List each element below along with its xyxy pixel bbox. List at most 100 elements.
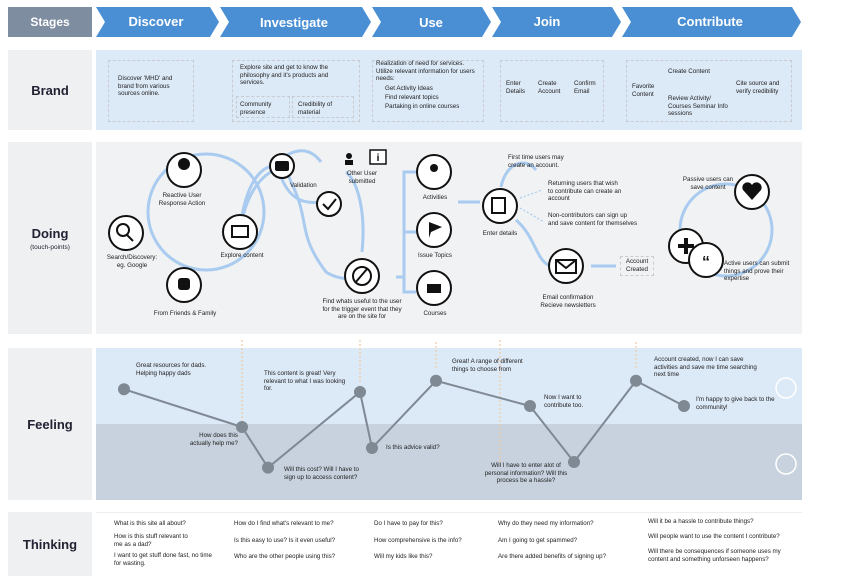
think-investigate-1: How do I find what's relevant to me? xyxy=(234,520,334,527)
stage-join: Join xyxy=(533,14,561,29)
search-icon-handle xyxy=(126,234,134,242)
think-investigate-2: Is this easy to use? Is it even useful? xyxy=(234,537,336,544)
think-join-2: Am I going to get spammed? xyxy=(498,537,578,544)
user-icon xyxy=(346,153,352,159)
explore-node xyxy=(222,214,258,250)
feeling-point-7 xyxy=(524,400,536,412)
feeling-point-5 xyxy=(366,442,378,454)
doing-reactive: Reactive User Response Action xyxy=(158,192,206,207)
think-use-3: Will my kids like this? xyxy=(374,553,433,560)
row-label-feeling: Feeling xyxy=(8,348,92,500)
classroom-icon xyxy=(427,284,441,293)
think-use-2: How comprehensive is the info? xyxy=(374,537,462,544)
runner-icon xyxy=(430,164,438,172)
doing-first-time: First time users may create an account. xyxy=(508,154,564,169)
stage-use: Use xyxy=(419,15,443,30)
feeling-band-negative xyxy=(96,424,802,500)
doing-enter-details: Enter details xyxy=(482,230,518,237)
feeling-label-9: Account created, now I can save activiti… xyxy=(654,356,757,379)
brand-use-item-2: Find relevant topics xyxy=(385,94,439,101)
doing-returning: Returning users that wish to contribute … xyxy=(548,180,622,203)
doing-courses: Courses xyxy=(423,310,447,317)
search-icon xyxy=(116,223,130,237)
feeling-label-1: Great resources for dads. Helping happy … xyxy=(136,362,207,377)
feeling-label-10: I'm happy to give back to the community! xyxy=(696,396,775,411)
brand-join-b: Create Account xyxy=(538,80,561,95)
compass-icon xyxy=(354,268,368,284)
doing-account-created: Account Created xyxy=(625,258,649,273)
monitor-icon xyxy=(231,225,249,238)
feeling-label-2: How does this actually help me? xyxy=(189,432,238,447)
dashed-line xyxy=(519,207,545,223)
neutral-face-icon xyxy=(775,453,797,475)
stage-arrow-join xyxy=(492,7,621,37)
think-discover-2: How is this stuff relevant to me as a da… xyxy=(114,533,188,548)
doing-search: Search/Discovery: eg. Google xyxy=(106,254,158,269)
feeling-line xyxy=(123,379,685,470)
flow-line xyxy=(344,170,365,253)
feeling-point-10 xyxy=(678,400,690,412)
stage-contribute: Contribute xyxy=(677,14,743,29)
brand-use-intro: Realization of need for services. Utiliz… xyxy=(376,60,475,83)
think-use-1: Do I have to pay for this? xyxy=(374,520,443,527)
brand-join-box xyxy=(500,60,604,122)
compass-icon-ring xyxy=(352,266,372,286)
think-contrib-1: Will it be a hassle to contribute things… xyxy=(648,518,754,525)
feeling-point-9 xyxy=(630,374,642,387)
checkmark-icon xyxy=(322,198,337,211)
doing-active: Active users can submit things and prove… xyxy=(724,260,790,283)
enter-details-node xyxy=(482,188,518,224)
think-discover-3: I want to get stuff done fast, no time f… xyxy=(114,552,212,567)
doing-passive: Passive users can save content xyxy=(682,176,734,191)
stage-arrow-discover xyxy=(96,7,219,37)
feeling-label-5: Is this advice valid? xyxy=(386,444,440,451)
feeling-point-1 xyxy=(118,383,130,396)
brand-investigate-a-box xyxy=(236,96,290,118)
brand-contrib-a: Favorite Content xyxy=(632,83,655,98)
doing-activities: Activities xyxy=(422,194,448,201)
doing-friends: From Friends & Family xyxy=(153,310,217,317)
feeling-point-2 xyxy=(236,421,248,433)
brand-contrib-c: Review Activity/ Courses Seminar Info se… xyxy=(668,95,728,118)
stage-discover: Discover xyxy=(128,14,184,29)
brand-use-item-3: Partaking in online courses xyxy=(385,103,460,110)
flow-line xyxy=(238,164,377,284)
feeling-point-6 xyxy=(430,374,442,387)
flow-line xyxy=(515,218,552,268)
think-join-3: Are there added benefits of signing up? xyxy=(498,553,607,560)
stage-arrow-investigate xyxy=(220,7,371,37)
account-created-box xyxy=(620,256,654,276)
feeling-label-4: This content is great! Very relevant to … xyxy=(264,370,346,393)
quote-icon: “ xyxy=(702,254,710,271)
feeling-label-6: Great! A range of different things to ch… xyxy=(452,358,523,373)
brand-band xyxy=(96,50,802,130)
think-investigate-3: Who are the other people using this? xyxy=(234,553,336,560)
brand-use-box xyxy=(372,60,484,122)
feeling-label-7: Now I want to contribute too. xyxy=(544,394,584,409)
think-contrib-2: Will people want to use the content I co… xyxy=(648,533,780,540)
row-label-thinking: Thinking xyxy=(8,512,92,576)
stage-investigate: Investigate xyxy=(260,15,328,30)
happy-face-icon xyxy=(775,377,797,399)
envelope-flap xyxy=(555,259,577,270)
doing-noncontrib: Non-contributors can sign up and save co… xyxy=(548,212,638,227)
brand-investigate-top: Explore site and get to know the philoso… xyxy=(240,64,329,87)
heart-icon xyxy=(742,182,762,200)
feeling-label-8: Will I have to enter alot of personal in… xyxy=(484,462,568,485)
doing-find-useful: Find whats useful to the user for the tr… xyxy=(322,298,402,321)
stages-label: Stages xyxy=(8,7,92,37)
think-join-1: Why do they need my information? xyxy=(498,520,594,527)
feeling-point-8 xyxy=(568,456,580,468)
stage-arrows xyxy=(96,7,801,37)
doing-email-confirm: Email confirmation Recieve newsletters xyxy=(540,294,596,309)
plus-icon-v xyxy=(684,238,688,254)
brand-investigate-a: Community presence xyxy=(240,101,272,116)
think-discover-1: What is this site all about? xyxy=(114,520,186,527)
search-node xyxy=(108,215,144,251)
head-icon xyxy=(178,158,190,170)
brand-discover-text: Discover 'MHD' and brand from various so… xyxy=(118,75,173,98)
brand-join-c: Confirm Email xyxy=(574,80,596,95)
doing-other-user: Other User submitted xyxy=(346,170,378,185)
brand-contrib-b: Create Content xyxy=(668,68,710,75)
envelope-icon xyxy=(555,259,577,274)
